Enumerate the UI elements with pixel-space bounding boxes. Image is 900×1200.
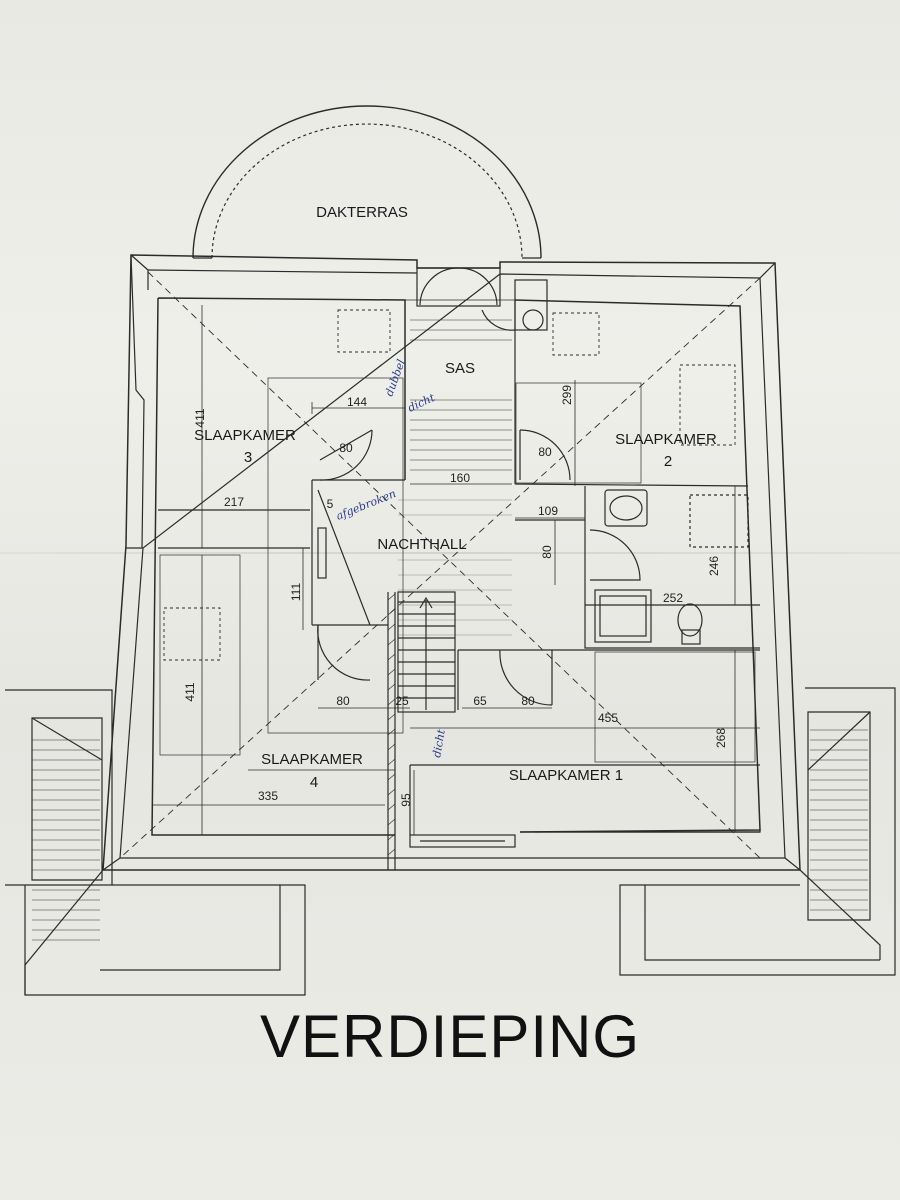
label-slaapkamer3-name: SLAAPKAMER <box>194 427 296 444</box>
left-dormer <box>5 689 306 996</box>
dim-246: 246 <box>707 556 721 576</box>
dim-111: 111 <box>289 583 303 602</box>
handwritten-dubbel: dubbel <box>383 357 408 398</box>
dim-65: 65 <box>473 694 487 708</box>
inner-walls <box>151 297 761 870</box>
dim-335: 335 <box>258 789 278 803</box>
bathroom-fixtures <box>594 489 749 645</box>
label-slaapkamer2-number: 2 <box>664 453 672 470</box>
paper-fold <box>0 552 900 554</box>
label-sas: SAS <box>445 360 475 377</box>
dim-109: 109 <box>538 504 558 518</box>
left-dormer-hatching <box>32 739 100 941</box>
outer-roof <box>102 254 801 871</box>
label-slaapkamer4-name: SLAAPKAMER <box>261 751 363 768</box>
door-sk4 <box>317 624 371 681</box>
handwritten-dicht-1: dicht <box>406 391 438 415</box>
door-sk3 <box>319 429 373 481</box>
door-nachthall <box>317 489 371 626</box>
label-nachthall: NACHTHALL <box>377 536 466 553</box>
dim-217: 217 <box>224 495 244 509</box>
staircase <box>387 591 456 856</box>
roof-ridge-lines <box>119 271 761 859</box>
dim-252: 252 <box>663 591 683 605</box>
door-sk2 <box>519 429 571 481</box>
dakterras-outline <box>192 105 542 259</box>
label-slaapkamer4-number: 4 <box>310 774 318 791</box>
dim-268: 268 <box>714 728 728 748</box>
sas-double-door <box>416 267 501 307</box>
dim-5: 5 <box>327 497 334 511</box>
window-sk1 <box>409 831 760 848</box>
right-dormer <box>619 687 896 976</box>
furniture-lines <box>159 377 756 771</box>
furniture-outlines <box>163 309 736 661</box>
dimension-lines <box>152 305 760 835</box>
label-dakterras: DAKTERRAS <box>316 204 408 221</box>
dim-80-sk3-door: 80 <box>339 441 353 455</box>
dim-411-lower: 411 <box>183 682 197 701</box>
dim-80-sk2-door: 80 <box>538 445 552 459</box>
dim-95: 95 <box>399 793 413 807</box>
dim-411-upper: 411 <box>193 408 207 427</box>
lower-roof-edges <box>24 869 881 995</box>
label-slaapkamer3-number: 3 <box>244 449 252 466</box>
dim-80-sk1-door: 80 <box>521 694 535 708</box>
dim-160: 160 <box>450 471 470 485</box>
door-sk1 <box>499 649 553 706</box>
handwritten-afgebroken: afgebroken <box>334 487 398 523</box>
sas-hatching <box>410 319 512 471</box>
sas-cabinet <box>481 279 548 331</box>
dim-80-hall: 80 <box>540 545 554 559</box>
right-dormer-hatching <box>810 729 868 911</box>
handwritten-dicht-2: dicht <box>430 728 448 759</box>
dim-144: 144 <box>347 395 367 409</box>
dim-299: 299 <box>560 385 574 405</box>
label-slaapkamer1: SLAAPKAMER 1 <box>509 767 623 784</box>
plan-title: VERDIEPING <box>259 1003 641 1070</box>
door-bath <box>589 529 641 581</box>
label-slaapkamer2-name: SLAAPKAMER <box>615 431 717 448</box>
dim-455: 455 <box>598 711 618 725</box>
dim-25: 25 <box>395 694 409 708</box>
dim-80-sk4-door: 80 <box>336 694 350 708</box>
